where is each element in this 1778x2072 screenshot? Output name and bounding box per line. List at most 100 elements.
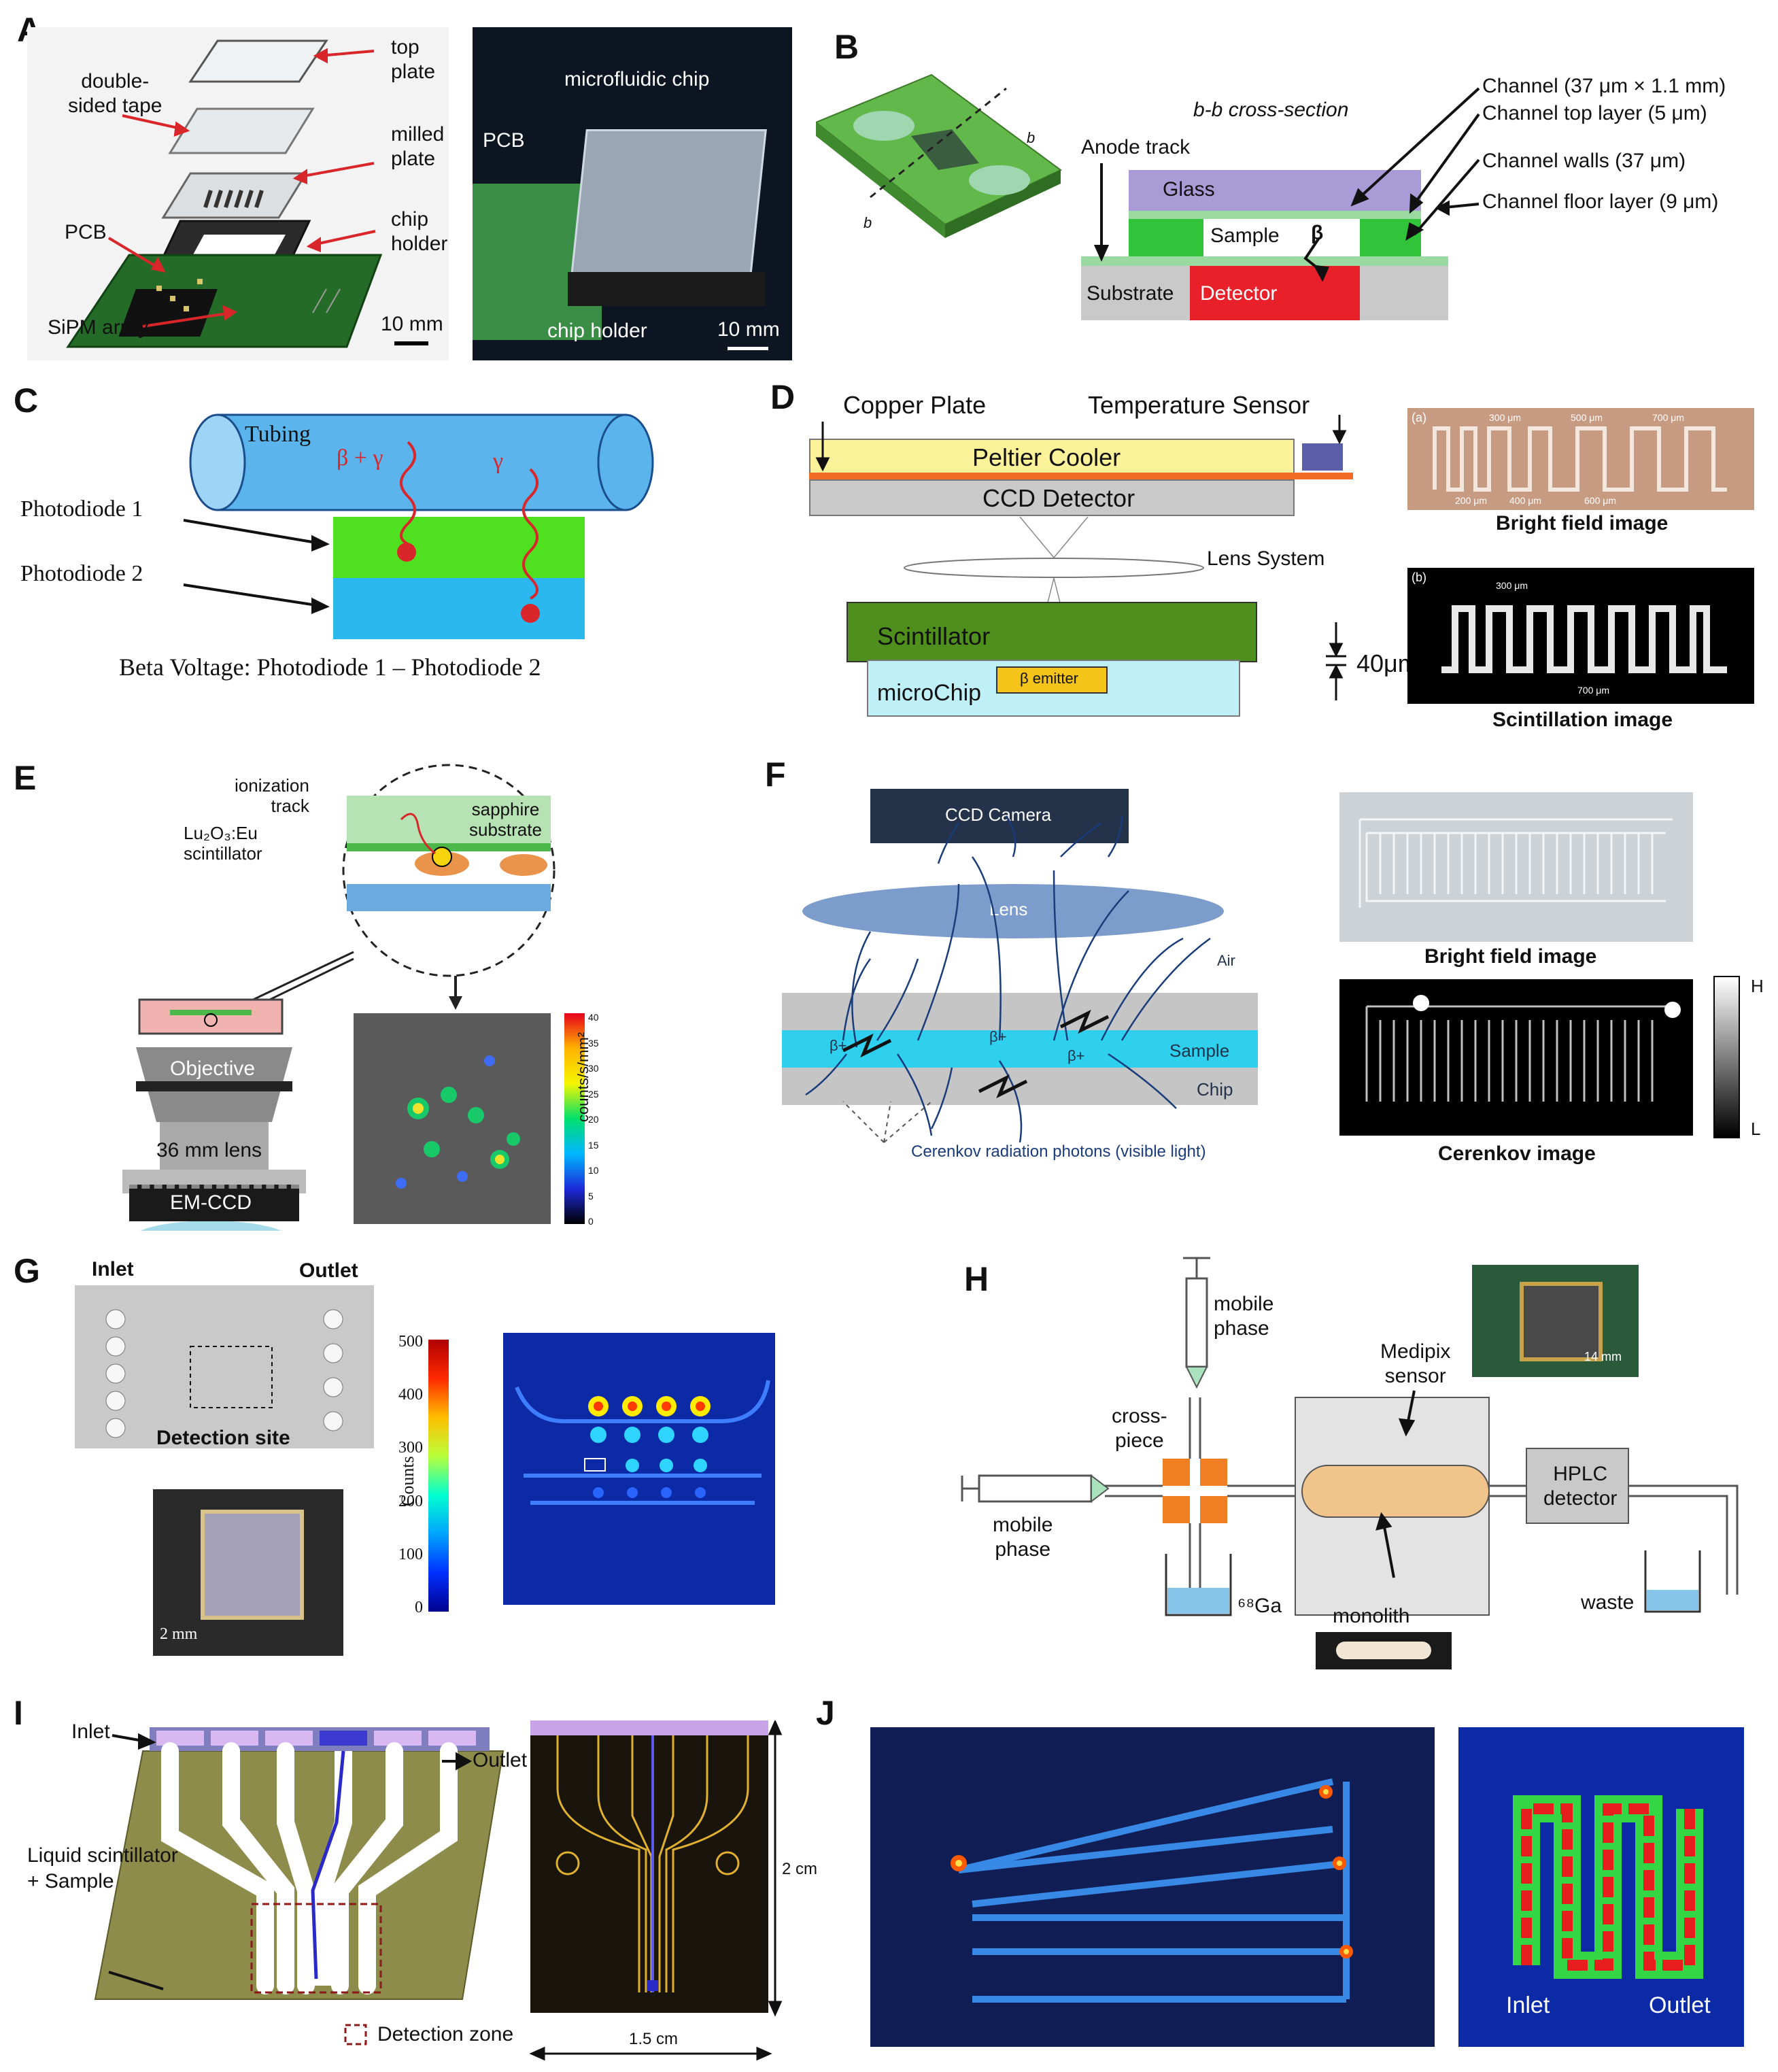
- label-beta-plus-3: β+: [1067, 1047, 1085, 1064]
- label-lu-scintillator: Lu₂O₃:Eu scintillator: [184, 823, 262, 864]
- label-outlet-g: Outlet: [299, 1259, 358, 1282]
- label-h: H: [1751, 976, 1764, 996]
- label-channel: Channel (37 μm × 1.1 mm): [1482, 75, 1726, 97]
- photo-chip-block: [570, 129, 767, 283]
- colorbar-g: [428, 1340, 449, 1612]
- label-inlet-g: Inlet: [92, 1258, 134, 1280]
- label-glass: Glass: [1163, 178, 1215, 201]
- label-ionization-track: ionization track: [235, 775, 309, 816]
- label-temperature-sensor: Temperature Sensor: [1088, 391, 1310, 419]
- serpentine-bright: [1433, 426, 1727, 492]
- cbar-tick: 40: [588, 1012, 599, 1023]
- panel-j: Inlet Outlet: [870, 1727, 1768, 2054]
- label-chip-holder: chip holder: [391, 208, 448, 255]
- em-ccd: [129, 1185, 299, 1221]
- colorbar-e: [564, 1013, 585, 1224]
- cbar-tick: 10: [588, 1165, 599, 1176]
- tubing-diagram-svg: [183, 413, 654, 639]
- label-photo-holder: chip holder: [547, 320, 647, 342]
- photo-i-port-strip: [530, 1720, 768, 1735]
- label-liquid-scintillator: Liquid scintillator + Sample: [27, 1844, 178, 1892]
- chip-photo-g: [75, 1285, 374, 1448]
- label-d-200: 200 μm: [1455, 495, 1487, 506]
- panel-label-c: C: [14, 381, 39, 420]
- label-crosspiece: cross- piece: [1112, 1405, 1167, 1452]
- chip-g-svg: [105, 1309, 343, 1438]
- label-lens: Lens: [989, 899, 1028, 919]
- panel-a: top plate double- sided tape milled plat…: [27, 27, 796, 367]
- label-ga68: ⁶⁸Ga: [1237, 1595, 1282, 1617]
- medipix-photo: 14 mm: [1472, 1265, 1639, 1377]
- label-milled-plate: milled plate: [391, 123, 445, 170]
- scale-bar: [394, 341, 428, 345]
- colorbar-f: [1713, 976, 1740, 1138]
- label-channel-floor: Channel floor layer (9 μm): [1482, 190, 1719, 213]
- label-photodiode-2: Photodiode 2: [20, 561, 143, 586]
- heatmap-j-left-svg: [951, 1778, 1353, 2003]
- ccd-detector: [809, 479, 1295, 516]
- panel-g: Inlet Outlet Detection site 2 mm 500 400…: [68, 1258, 802, 1666]
- panel-label-e: E: [14, 759, 37, 797]
- panel-h: 14 mm mobile phase mobile phase cross- p…: [959, 1251, 1761, 1673]
- panel-label-b: B: [834, 28, 859, 66]
- label-waste: waste: [1581, 1591, 1635, 1614]
- label-36mm-lens: 36 mm lens: [156, 1139, 262, 1161]
- label-sapphire-substrate: sapphire substrate: [469, 799, 542, 840]
- detector-photo-g: [153, 1489, 343, 1656]
- label-beta-emitter: β emitter: [1020, 670, 1079, 687]
- label-d-a: (a): [1412, 411, 1426, 424]
- label-substrate: Substrate: [1087, 282, 1174, 305]
- heatmap-j-left: [870, 1727, 1435, 2047]
- panel-label-d: D: [770, 378, 796, 416]
- label-beta-plus-2: β+: [989, 1028, 1007, 1045]
- serpentine-scint: [1441, 605, 1727, 673]
- label-copper-plate: Copper Plate: [843, 391, 987, 419]
- label-l: L: [1751, 1119, 1761, 1139]
- label-photodiode-1: Photodiode 1: [20, 496, 143, 522]
- label-scale: 10 mm: [381, 313, 443, 335]
- label-detection-zone: Detection zone: [377, 2023, 514, 2045]
- cbar-g-tick: 400: [398, 1386, 423, 1404]
- label-photo-pcb: PCB: [483, 129, 525, 152]
- cbar-g-tick: 300: [398, 1439, 423, 1457]
- layer-glass: [1129, 170, 1421, 211]
- colorbar-e-ticks: 40 35 30 25 20 15 10 5 0: [588, 1012, 609, 1227]
- monolith-rod: [1336, 1642, 1431, 1659]
- panel-b: b b b-b cross-section Anode track Glass …: [816, 61, 1768, 347]
- label-s-700: 700 μm: [1577, 685, 1609, 696]
- f-serpentine-cerenkov: [1365, 995, 1681, 1102]
- scintillation-image: (b) 300 μm 700 μm: [1407, 568, 1754, 704]
- label-double-sided-tape: double- sided tape: [68, 70, 163, 117]
- label-medipix-sensor: Medipix sensor: [1380, 1340, 1451, 1387]
- scintillator-block: [847, 602, 1257, 662]
- label-anode-track: Anode track: [1081, 136, 1191, 158]
- label-channel-top-layer: Channel top layer (5 μm): [1482, 102, 1707, 124]
- chip-i-svg: [94, 1727, 505, 2000]
- label-counts: Counts: [398, 1456, 417, 1506]
- label-scintillator: Scintillator: [877, 622, 991, 650]
- hplc-svg: [961, 1257, 1739, 1616]
- temperature-sensor-box: [1302, 443, 1343, 471]
- label-beta-plus-1: β+: [830, 1037, 847, 1054]
- label-mobile-phase-left: mobile phase: [993, 1514, 1053, 1561]
- panel-label-g: G: [14, 1252, 40, 1290]
- heatmap-j-right-svg: [1513, 1795, 1703, 1979]
- label-peltier: Peltier Cooler: [972, 443, 1121, 471]
- label-medipix-scale: 14 mm: [1584, 1350, 1622, 1363]
- cbar-tick: 25: [588, 1088, 599, 1100]
- cbar-tick: 20: [588, 1114, 599, 1125]
- label-d-300: 300 μm: [1489, 412, 1521, 423]
- label-microchip: microChip: [877, 680, 982, 706]
- cbar-tick: 5: [588, 1190, 594, 1202]
- label-monolith: monolith: [1333, 1605, 1410, 1627]
- label-mobile-phase-top: mobile phase: [1214, 1293, 1274, 1340]
- cerenkov-image: [1339, 979, 1693, 1136]
- label-cerenkov-photons: Cerenkov radiation photons (visible ligh…: [911, 1142, 1206, 1161]
- lens: [802, 884, 1224, 938]
- chip-top: [782, 993, 1258, 1030]
- label-pcb: PCB: [65, 221, 107, 243]
- bright-field-image: (a) 300 μm 500 μm 700 μm 200 μm 400 μm 6…: [1407, 408, 1754, 510]
- label-cross-section-title: b-b cross-section: [1193, 99, 1349, 121]
- monolith-photo: [1316, 1632, 1452, 1669]
- cross-section-arrows: [1093, 87, 1480, 282]
